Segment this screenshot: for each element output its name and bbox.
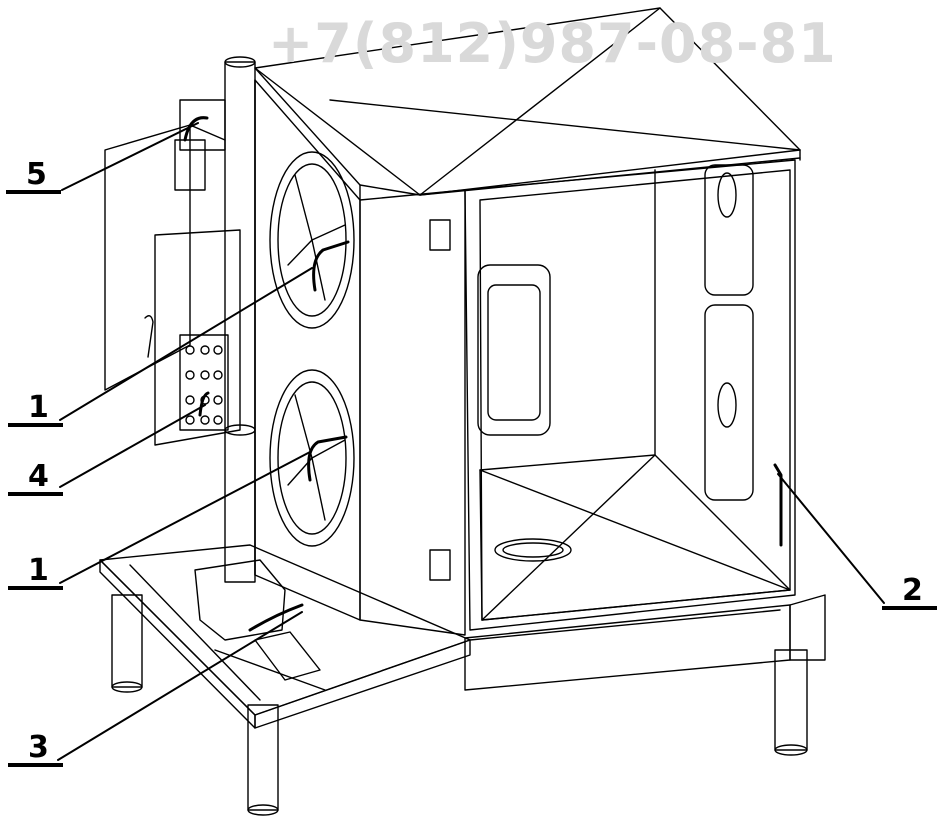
roof	[254, 7, 801, 201]
water-tank	[104, 99, 241, 446]
cables	[183, 116, 350, 632]
base-frame	[99, 544, 826, 729]
callout-1-upper: 1	[8, 393, 63, 427]
side-panel	[254, 79, 466, 636]
watermark-phone: +7(812)987-08-81	[268, 12, 837, 75]
legs	[111, 594, 808, 816]
callout-2: 2	[882, 576, 937, 610]
leader-lines	[57, 122, 885, 761]
callout-4: 4	[8, 462, 63, 496]
oven-cavity	[429, 159, 796, 631]
callout-5: 5	[6, 160, 61, 194]
fan-covers	[269, 151, 355, 547]
callout-1-lower: 1	[8, 556, 63, 590]
connector-panel	[179, 334, 229, 431]
door-handle	[773, 463, 783, 547]
callout-3: 3	[8, 733, 63, 767]
